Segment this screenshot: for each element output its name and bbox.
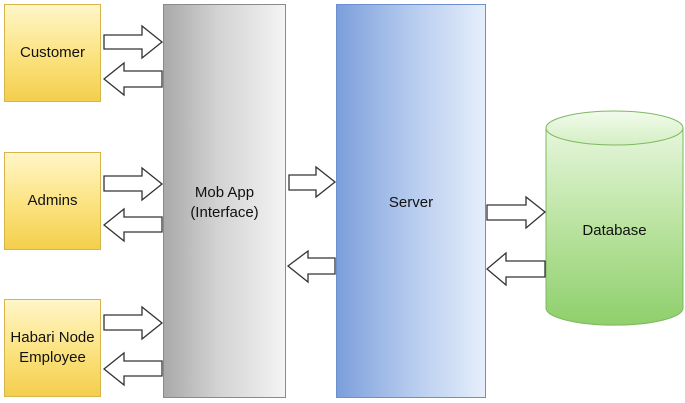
arrow-app-to-server: [288, 165, 337, 199]
server-label: Server: [388, 194, 434, 211]
employee-label-line1: Habari Node: [10, 329, 95, 346]
mob-app-label-line2: (Interface): [190, 204, 259, 221]
admins-box: Admins: [4, 152, 101, 250]
mob-app-label: Mob App (Interface): [164, 183, 285, 223]
arrow-app-to-admins: [102, 207, 163, 243]
admins-label: Admins: [27, 192, 78, 209]
arrow-database-to-server: [485, 251, 546, 287]
arrow-app-to-employee: [102, 351, 163, 387]
mob-app-box: Mob App (Interface): [163, 4, 286, 398]
customer-label: Customer: [19, 44, 86, 61]
database-label: Database: [582, 222, 647, 239]
arrow-admins-to-app: [103, 166, 164, 202]
customer-box: Customer: [4, 4, 101, 102]
arrow-server-to-database: [486, 195, 547, 230]
arrow-employee-to-app: [103, 305, 164, 341]
database-cylinder: [545, 110, 684, 326]
server-box: Server: [336, 4, 486, 398]
employee-label-line2: Employee: [19, 349, 86, 366]
arrow-customer-to-app: [103, 24, 164, 60]
arrow-server-to-app: [286, 249, 336, 284]
employee-box: Habari Node Employee: [4, 299, 101, 397]
arrow-app-to-customer: [102, 61, 163, 97]
mob-app-label-line1: Mob App: [194, 184, 255, 201]
